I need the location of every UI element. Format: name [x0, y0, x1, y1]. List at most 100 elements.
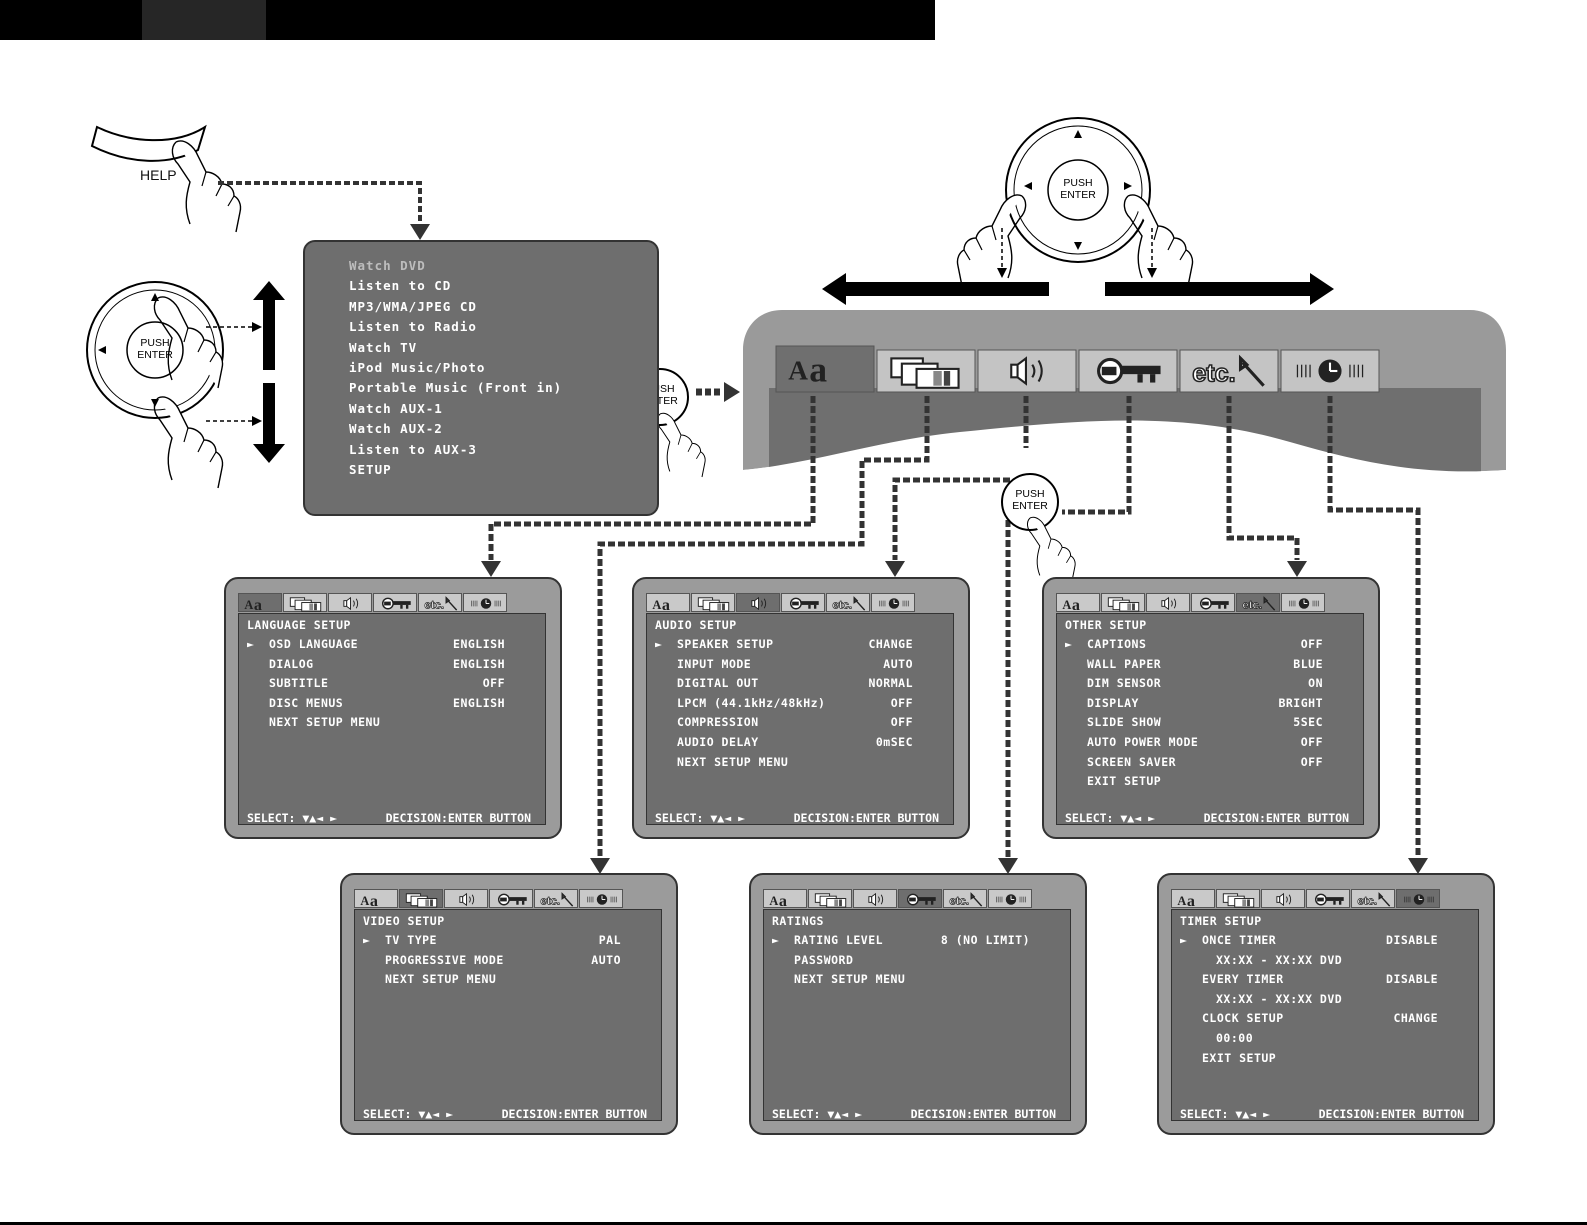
panel-tab-video[interactable]: [283, 593, 327, 612]
setting-label[interactable]: DIGITAL OUT: [677, 676, 759, 691]
setting-label[interactable]: NEXT SETUP MENU: [677, 754, 789, 769]
setting-label[interactable]: PASSWORD: [794, 952, 854, 967]
setting-value: OFF: [482, 676, 505, 691]
panel-tab-key[interactable]: [1306, 889, 1350, 908]
panel-tab-video[interactable]: [808, 889, 852, 908]
setting-label[interactable]: PROGRESSIVE MODE: [385, 952, 504, 967]
panel-tab-key[interactable]: [1191, 593, 1235, 612]
panel-tab-video[interactable]: [399, 889, 443, 908]
banner-tab-audio[interactable]: [977, 349, 1077, 393]
svg-text:a: a: [254, 597, 262, 613]
panel-tab-etc[interactable]: etc.: [943, 889, 987, 908]
main-menu-item[interactable]: Watch AUX-2: [349, 421, 443, 437]
panel-tab-key[interactable]: [781, 593, 825, 612]
setting-label[interactable]: XX:XX - XX:XX DVD: [1216, 991, 1343, 1006]
setting-label[interactable]: RATING LEVEL: [794, 933, 884, 947]
main-menu-item[interactable]: Watch AUX-1: [349, 400, 443, 416]
setting-value: CHANGE: [868, 637, 913, 651]
main-menu-item[interactable]: Listen to Radio: [349, 319, 477, 335]
panel-tab-timer[interactable]: [1396, 889, 1440, 908]
etc-icon: etc.: [1357, 892, 1391, 908]
main-menu-item[interactable]: SETUP: [349, 461, 392, 477]
main-menu-item[interactable]: MP3/WMA/JPEG CD: [349, 298, 477, 314]
svg-text:a: a: [370, 893, 378, 909]
panel-tab-timer[interactable]: [988, 889, 1032, 908]
panel-tab-audio[interactable]: [1261, 889, 1305, 908]
panel-tab-etc[interactable]: etc.: [534, 889, 578, 908]
panel-tab-timer[interactable]: [871, 593, 915, 612]
main-menu-item[interactable]: iPod Music/Photo: [349, 359, 486, 375]
setting-label[interactable]: AUDIO DELAY: [677, 735, 759, 749]
main-menu-item[interactable]: Listen to CD: [349, 278, 452, 294]
panel-tab-etc[interactable]: etc.: [1351, 889, 1395, 908]
banner-tab-timer[interactable]: [1280, 349, 1380, 393]
setting-label[interactable]: EXIT SETUP: [1202, 1050, 1277, 1065]
setting-label[interactable]: DIM SENSOR: [1087, 676, 1162, 691]
setting-label[interactable]: DIALOG: [269, 656, 314, 671]
setting-label[interactable]: XX:XX - XX:XX DVD: [1216, 952, 1343, 967]
panel-tab-key[interactable]: [373, 593, 417, 612]
panel-tab-audio[interactable]: [853, 889, 897, 908]
setting-label[interactable]: EVERY TIMER: [1202, 972, 1284, 987]
setting-label[interactable]: INPUT MODE: [677, 656, 752, 671]
setting-label[interactable]: TV TYPE: [385, 933, 437, 947]
setting-label[interactable]: DISPLAY: [1087, 695, 1139, 710]
video-icon: [1222, 893, 1255, 908]
panel-tab-video[interactable]: [1216, 889, 1260, 908]
setting-label[interactable]: NEXT SETUP MENU: [385, 972, 497, 987]
setting-label[interactable]: CLOCK SETUP: [1202, 1011, 1284, 1026]
etc-icon: etc.: [1191, 354, 1265, 388]
panel-tab-audio[interactable]: [736, 593, 780, 612]
svg-text:a: a: [809, 350, 827, 390]
setting-label[interactable]: COMPRESSION: [677, 715, 759, 730]
panel-tab-video[interactable]: [691, 593, 735, 612]
main-menu-item[interactable]: Listen to AUX-3: [349, 441, 477, 457]
setting-label[interactable]: SCREEN SAVER: [1087, 754, 1177, 769]
setting-label[interactable]: SUBTITLE: [269, 676, 329, 691]
setting-label[interactable]: SPEAKER SETUP: [677, 637, 774, 651]
setting-label[interactable]: CAPTIONS: [1087, 637, 1147, 651]
setting-label[interactable]: SLIDE SHOW: [1087, 715, 1162, 730]
setting-label[interactable]: NEXT SETUP MENU: [794, 972, 906, 987]
panel-tab-video[interactable]: [1101, 593, 1145, 612]
panel-tab-etc[interactable]: etc.: [1236, 593, 1280, 612]
banner-tab-key[interactable]: [1078, 349, 1178, 393]
setting-label[interactable]: DISC MENUS: [269, 695, 344, 710]
panel-tab-timer[interactable]: [579, 889, 623, 908]
panel-tab-audio[interactable]: [1146, 593, 1190, 612]
panel-tab-timer[interactable]: [1281, 593, 1325, 612]
panel-tab-audio[interactable]: [444, 889, 488, 908]
push-enter-banner-button[interactable]: [1001, 473, 1059, 531]
cursor-pad-right[interactable]: [1005, 117, 1151, 263]
setting-label[interactable]: EXIT SETUP: [1087, 774, 1162, 789]
setting-label[interactable]: 00:00: [1216, 1031, 1254, 1045]
setting-label[interactable]: OSD LANGUAGE: [269, 637, 359, 651]
banner-tab-etc[interactable]: etc.: [1179, 349, 1279, 393]
banner-tab-video[interactable]: [876, 349, 976, 393]
setting-label[interactable]: ONCE TIMER: [1202, 933, 1277, 947]
panel-tab-etc[interactable]: etc.: [418, 593, 462, 612]
panel-tab-etc[interactable]: etc.: [826, 593, 870, 612]
panel-tab-timer[interactable]: [463, 593, 507, 612]
key-icon: [789, 597, 819, 610]
setting-label[interactable]: AUTO POWER MODE: [1087, 735, 1199, 749]
main-menu-item[interactable]: Watch DVD: [349, 258, 426, 273]
setting-label[interactable]: LPCM (44.1kHz/48kHz): [677, 695, 826, 710]
setting-label[interactable]: WALL PAPER: [1087, 656, 1162, 671]
main-menu-item[interactable]: Portable Music (Front in): [349, 380, 563, 396]
panel-tab-key[interactable]: [898, 889, 942, 908]
main-menu-item[interactable]: Watch TV: [349, 339, 418, 355]
panel-tab-key[interactable]: [489, 889, 533, 908]
setting-label[interactable]: NEXT SETUP MENU: [269, 715, 381, 730]
help-button[interactable]: [90, 124, 207, 162]
setting-value: OFF: [1300, 735, 1323, 749]
panel-tab-audio[interactable]: [328, 593, 372, 612]
